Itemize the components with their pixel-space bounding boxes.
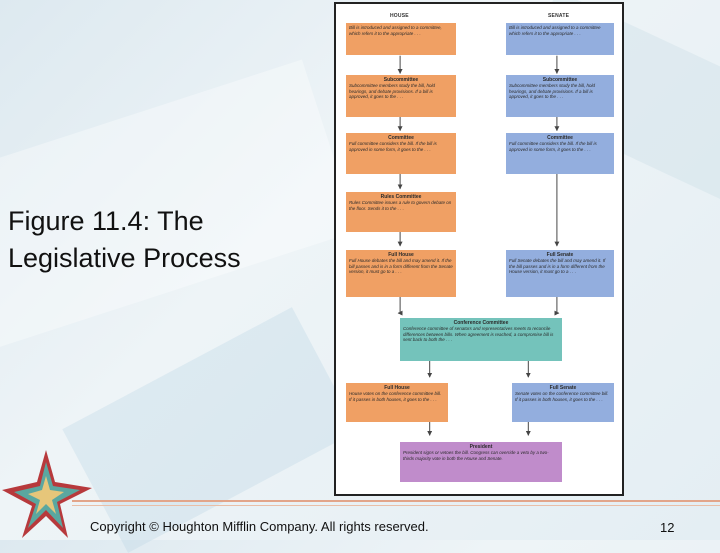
- star-logo: [0, 448, 100, 540]
- senate-subcommittee-box: Subcommittee Subcommittee members study …: [506, 75, 614, 117]
- president-box: President President signs or vetoes the …: [400, 442, 562, 482]
- footer-divider: [72, 505, 720, 506]
- senate-full-box: Full Senate Full Senate debates the bill…: [506, 250, 614, 297]
- box-text: Subcommittee members study the bill, hol…: [349, 83, 453, 100]
- footer-divider: [72, 500, 720, 502]
- box-text: Bill is introduced and assigned to a com…: [509, 25, 611, 36]
- senate-intro-box: Bill is introduced and assigned to a com…: [506, 23, 614, 55]
- copyright-text: Copyright © Houghton Mifflin Company. Al…: [90, 519, 429, 534]
- house-committee-box: Committee Full committee considers the b…: [346, 133, 456, 174]
- house-column-header: HOUSE: [390, 13, 409, 19]
- box-text: Senate votes on the conference committee…: [515, 391, 611, 402]
- rules-committee-box: Rules Committee Rules Committee issues a…: [346, 192, 456, 232]
- box-text: Rules Committee issues a rule to govern …: [349, 200, 453, 211]
- box-text: President signs or vetoes the bill. Cong…: [403, 450, 559, 461]
- senate-vote-box: Full Senate Senate votes on the conferen…: [512, 383, 614, 422]
- box-text: Full Senate debates the bill and may ame…: [509, 258, 611, 275]
- box-text: Full committee considers the bill. If th…: [349, 141, 453, 152]
- house-intro-box: Bill is introduced and assigned to a com…: [346, 23, 456, 55]
- page-number: 12: [660, 520, 674, 535]
- senate-column-header: SENATE: [548, 13, 569, 19]
- background-shape: [62, 307, 357, 553]
- slide-title: Figure 11.4: The Legislative Process: [8, 203, 308, 277]
- box-text: Bill is introduced and assigned to a com…: [349, 25, 453, 36]
- senate-committee-box: Committee Full committee considers the b…: [506, 133, 614, 174]
- house-subcommittee-box: Subcommittee Subcommittee members study …: [346, 75, 456, 117]
- legislative-process-figure: HOUSE SENATE Bill is introduced and assi…: [334, 2, 624, 496]
- house-vote-box: Full House House votes on the conference…: [346, 383, 448, 422]
- house-full-box: Full House Full House debates the bill a…: [346, 250, 456, 297]
- box-text: Subcommittee members study the bill, hol…: [509, 83, 611, 100]
- box-text: Full House debates the bill and may amen…: [349, 258, 453, 275]
- box-text: Conference committee of senators and rep…: [403, 326, 559, 343]
- box-text: Full committee considers the bill. If th…: [509, 141, 611, 152]
- conference-committee-box: Conference Committee Conference committe…: [400, 318, 562, 361]
- box-text: House votes on the conference committee …: [349, 391, 445, 402]
